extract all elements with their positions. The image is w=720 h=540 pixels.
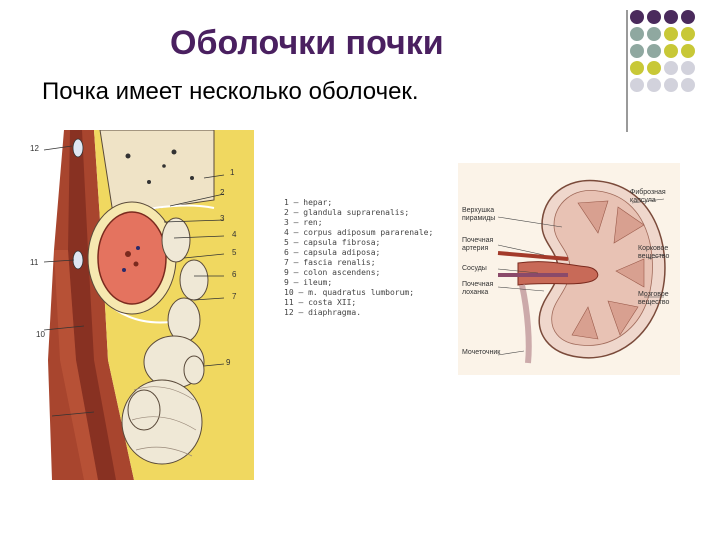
decorative-dot <box>630 78 644 92</box>
label-number-1: 1 <box>230 168 235 177</box>
kidney-section-illustration: 1 2 3 4 5 6 7 9 10 11 12 <box>24 129 254 485</box>
decorative-dot <box>630 27 644 41</box>
label-number-11: 11 <box>30 258 39 267</box>
decorative-dot <box>630 61 644 75</box>
decorative-dot <box>664 10 678 24</box>
slide-subtitle: Почка имеет несколько оболочек. <box>42 78 419 105</box>
decorative-dot <box>647 61 661 75</box>
decorative-dot <box>664 78 678 92</box>
decorative-dot <box>664 27 678 41</box>
label-number-4: 4 <box>232 230 237 239</box>
legend-item: 12 – diaphragma. <box>284 308 362 317</box>
decorative-dot <box>664 44 678 58</box>
label-renal-artery: Почечная артерия <box>462 237 494 252</box>
label-renal-pelvis: Почечная лоханка <box>462 281 494 296</box>
kidney-section-drawing <box>43 129 254 480</box>
label-number-9: 9 <box>226 358 231 367</box>
decorative-dot <box>664 61 678 75</box>
label-ureter: Мочеточник <box>462 349 501 356</box>
colon-ileum-shape <box>121 217 209 465</box>
legend-item: 3 – ren; <box>284 218 323 227</box>
decorative-dot <box>630 10 644 24</box>
label-fibrous-capsule: Фиброзная капсула <box>630 189 666 204</box>
decorative-divider <box>626 10 628 132</box>
slide-title: Оболочки почки <box>170 24 444 62</box>
label-medulla: Мозговое вещество <box>638 291 670 306</box>
legend-item: 11 – costa XII; <box>284 298 357 307</box>
decorative-dot <box>681 27 695 41</box>
label-number-2: 2 <box>220 188 225 197</box>
decorative-dot <box>681 10 695 24</box>
label-number-3: 3 <box>220 214 225 223</box>
anatomy-legend: 1 – hepar; 2 – glandula suprarenalis; 3 … <box>284 198 433 318</box>
decorative-dot <box>681 78 695 92</box>
kidney-crosssection-illustration: Фиброзная капсула Верхушка пирамиды Поче… <box>458 163 680 380</box>
label-renal-papilla: Верхушка пирамиды <box>462 207 496 222</box>
legend-item: 9 – ileum; <box>284 278 333 287</box>
label-number-6: 6 <box>232 270 237 279</box>
legend-item: 2 – glandula suprarenalis; <box>284 208 410 217</box>
kidney-crosssection-drawing <box>458 163 680 375</box>
label-number-12: 12 <box>30 144 39 153</box>
label-number-7: 7 <box>232 292 237 301</box>
legend-item: 9 – colon ascendens; <box>284 268 381 277</box>
legend-item: 1 – hepar; <box>284 198 333 207</box>
legend-item: 10 – m. quadratus lumborum; <box>284 288 415 297</box>
decorative-dot <box>647 10 661 24</box>
decorative-dot <box>630 44 644 58</box>
decorative-dot <box>681 61 695 75</box>
legend-item: 6 – capsula adiposa; <box>284 248 381 257</box>
decorative-dot <box>647 44 661 58</box>
decorative-dot <box>647 78 661 92</box>
label-cortex: Корковое вещество <box>638 245 670 260</box>
legend-item: 4 – corpus adiposum pararenale; <box>284 228 434 237</box>
label-number-10: 10 <box>36 330 45 339</box>
legend-item: 5 – capsula fibrosa; <box>284 238 381 247</box>
label-vessels: Сосуды <box>462 265 487 272</box>
label-number-5: 5 <box>232 248 237 257</box>
decorative-dot <box>647 27 661 41</box>
decorative-dot <box>681 44 695 58</box>
legend-item: 7 – fascia renalis; <box>284 258 376 267</box>
kidney-shape <box>97 211 167 305</box>
